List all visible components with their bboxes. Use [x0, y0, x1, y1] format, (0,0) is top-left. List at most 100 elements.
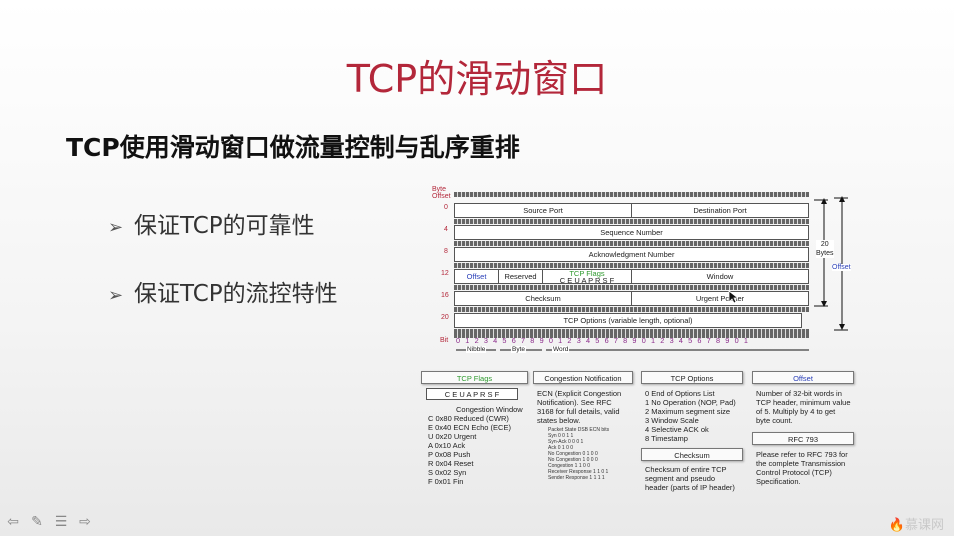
offset-line: Number of 32-bit words in	[756, 389, 842, 398]
congestion-line: Notification). See RFC	[537, 398, 612, 407]
separator	[454, 241, 809, 246]
row-offset-0: 0	[444, 204, 448, 211]
byte-label: Byte	[511, 346, 527, 353]
arrow-right-icon: ⇨	[79, 514, 91, 530]
bit-label: Bit	[440, 337, 449, 344]
offset-line: byte count.	[756, 416, 793, 425]
offset-field: Offset	[454, 269, 499, 284]
pen-icon: ✎	[31, 514, 43, 530]
ecn-row: Syn 0 0 1 1	[548, 433, 574, 439]
flag-item: C 0x80 Reduced (CWR)	[428, 414, 509, 423]
option-item: 2 Maximum segment size	[645, 407, 731, 416]
row-offset-8: 8	[444, 248, 448, 255]
options-field: TCP Options (variable length, optional)	[454, 313, 802, 328]
header-size-label: 20 Bytes	[816, 240, 834, 258]
flag-item: P 0x08 Push	[428, 450, 471, 459]
arrow-bullet-icon: ➢	[108, 217, 124, 238]
ecn-row: Congestion 1 1 0 0	[548, 463, 590, 469]
separator	[454, 329, 809, 334]
slide-title: TCP的滑动窗口	[346, 57, 608, 101]
row-offset-20: 20	[441, 314, 449, 321]
tcp-flags-title: TCP Flags	[569, 269, 605, 278]
logo-text: 慕课网	[904, 518, 944, 533]
checksum-field: Checksum	[454, 291, 632, 306]
slide-menu-button[interactable]: ☰	[52, 514, 70, 530]
bullet-text: 保证TCP的流控特性	[134, 281, 338, 307]
legend-flags-caption: Congestion Window	[456, 405, 523, 414]
legend-offset-text: Number of 32-bit words in TCP header, mi…	[756, 389, 851, 425]
flag-item: F 0x01 Fin	[428, 477, 464, 486]
rfc-line: the complete Transmission	[756, 459, 846, 468]
row-offset-12: 12	[441, 270, 449, 277]
ecn-row: Syn-Ack 0 0 0 1	[548, 439, 584, 445]
congestion-line: states below.	[537, 416, 581, 425]
legend-congestion-text: ECN (Explicit Congestion Notification). …	[537, 389, 621, 425]
word-label: Word	[552, 346, 570, 353]
legend-congestion-head: Congestion Notification	[533, 371, 633, 384]
rfc-line: Specification.	[756, 477, 801, 486]
checksum-line: segment and pseudo	[645, 474, 716, 483]
arrow-bullet-icon: ➢	[108, 285, 124, 306]
offset-line: of 5. Multiply by 4 to get	[756, 407, 836, 416]
option-item: 8 Timestamp	[645, 434, 688, 443]
separator	[454, 219, 809, 224]
tcp-flags-field: TCP Flags C E U A P R S F	[542, 269, 632, 284]
flag-item: A 0x10 Ack	[428, 441, 466, 450]
bullet-text: 保证TCP的可靠性	[134, 213, 315, 239]
mouse-cursor-icon	[728, 290, 738, 304]
option-item: 3 Window Scale	[645, 416, 699, 425]
legend-rfc-text: Please refer to RFC 793 for the complete…	[756, 450, 848, 486]
row-offset-16: 16	[441, 292, 449, 299]
congestion-line: 3168 for full details, valid	[537, 407, 620, 416]
next-slide-button[interactable]: ⇨	[76, 514, 94, 530]
presentation-toolbar: ⇦ ✎ ☰ ⇨	[4, 514, 94, 532]
pen-tool-button[interactable]: ✎	[28, 514, 46, 530]
sequence-number-field: Sequence Number	[454, 225, 809, 240]
legend-options-list: 0 End of Options List 1 No Operation (NO…	[645, 389, 736, 443]
checksum-line: header (parts of IP header)	[645, 483, 735, 492]
legend-flags-letters: C E U A P R S F	[426, 388, 518, 400]
legend-flags-list: C 0x80 Reduced (CWR) E 0x40 ECN Echo (EC…	[428, 414, 511, 486]
watermark-logo: 🔥慕课网	[889, 514, 944, 533]
separator	[454, 285, 809, 290]
ecn-row: No Congestion 1 0 0 0	[548, 457, 598, 463]
legend-options-head: TCP Options	[641, 371, 743, 384]
flag-item: R 0x04 Reset	[428, 459, 474, 468]
rfc-line: Control Protocol (TCP)	[756, 468, 832, 477]
flag-item: U 0x20 Urgent	[428, 432, 477, 441]
option-item: 4 Selective ACK ok	[645, 425, 709, 434]
legend-congestion-table: Packet State DSB ECN bits Syn 0 0 1 1 Sy…	[548, 427, 609, 481]
legend-offset-head: Offset	[752, 371, 854, 384]
option-item: 0 End of Options List	[645, 389, 715, 398]
ecn-row: Packet State DSB ECN bits	[548, 427, 610, 433]
unit-brackets	[456, 349, 809, 351]
rfc-line: Please refer to RFC 793 for	[756, 450, 848, 459]
flag-item: S 0x02 Syn	[428, 468, 467, 477]
flame-icon: 🔥	[888, 518, 905, 533]
flag-item: E 0x40 ECN Echo (ECE)	[428, 423, 511, 432]
bit-ruler-top	[454, 192, 809, 197]
offset-side-label: Offset	[832, 264, 851, 271]
menu-icon: ☰	[54, 514, 68, 530]
option-item: 1 No Operation (NOP, Pad)	[645, 398, 736, 407]
bullet-reliability: ➢ 保证TCP的可靠性	[108, 206, 315, 240]
row-offset-4: 4	[444, 226, 448, 233]
previous-slide-button[interactable]: ⇦	[4, 514, 22, 530]
reserved-field: Reserved	[498, 269, 543, 284]
arrow-left-icon: ⇦	[7, 514, 19, 530]
legend-flags-head: TCP Flags	[421, 371, 528, 384]
tcp-flags-letters: C E U A P R S F	[559, 276, 615, 285]
legend-checksum-head: Checksum	[641, 448, 743, 461]
legend-checksum-text: Checksum of entire TCP segment and pseud…	[645, 465, 735, 492]
ecn-row: No Congestion 0 1 0 0	[548, 451, 598, 457]
ecn-row: Sender Response 1 1 1 1	[548, 475, 605, 481]
ecn-row: Ack 0 1 0 0	[548, 445, 574, 451]
urgent-pointer-field: Urgent Pointer	[631, 291, 809, 306]
bit-digits: 0 1 2 3 4 5 6 7 8 9 0 1 2 3 4 5 6 7 8 9 …	[456, 336, 750, 345]
nibble-label: Nibble	[466, 346, 487, 353]
offset-line: TCP header, minimum value	[756, 398, 851, 407]
separator	[454, 307, 809, 312]
checksum-line: Checksum of entire TCP	[645, 465, 727, 474]
slide-subtitle: TCP使用滑动窗口做流量控制与乱序重排	[66, 133, 520, 162]
